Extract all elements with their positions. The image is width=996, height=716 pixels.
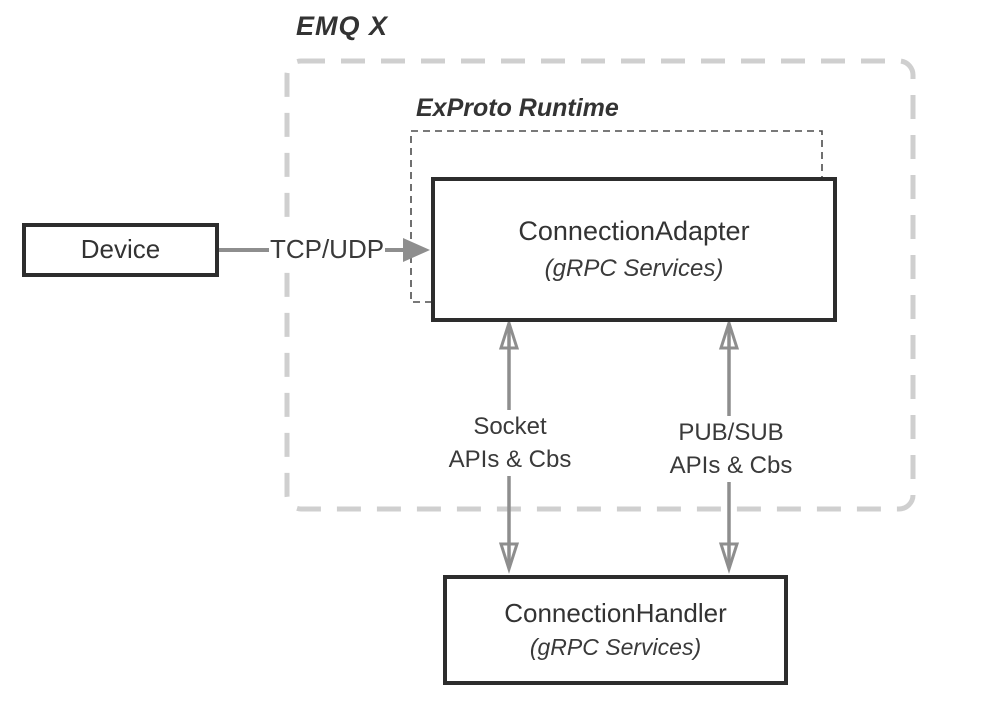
emqx-cluster-label: EMQ X (296, 11, 389, 41)
connection-adapter-label: ConnectionAdapter (518, 216, 750, 247)
tcp-udp-arrowhead-icon (403, 238, 430, 262)
socket-arrow-up-head-icon (498, 318, 520, 350)
socket-arrow-down-head-icon (498, 542, 520, 574)
connection-adapter-node: ConnectionAdapter (gRPC Services) (431, 177, 837, 322)
exproto-runtime-label: ExProto Runtime (416, 94, 619, 122)
pubsub-edge-label-line1: PUB/SUB (678, 419, 784, 446)
tcp-udp-edge-label: TCP/UDP (269, 232, 385, 267)
pubsub-arrow-down-head-icon (718, 542, 740, 574)
connection-handler-sublabel: (gRPC Services) (529, 633, 702, 660)
connection-adapter-sublabel: (gRPC Services) (544, 254, 724, 282)
socket-edge-label: Socket APIs & Cbs (440, 410, 580, 476)
device-node-label: Device (80, 234, 161, 265)
pubsub-edge-label: PUB/SUB APIs & Cbs (661, 416, 801, 482)
socket-edge-label-line2: APIs & Cbs (448, 446, 572, 473)
connection-handler-label: ConnectionHandler (504, 598, 727, 629)
pubsub-edge-label-line2: APIs & Cbs (669, 452, 793, 479)
socket-edge-label-line1: Socket (473, 413, 547, 440)
emqx-boundary-dashed-box (284, 58, 916, 512)
connection-handler-node: ConnectionHandler (gRPC Services) (443, 575, 788, 685)
pubsub-arrow-up-head-icon (718, 318, 740, 350)
device-node: Device (22, 223, 219, 277)
